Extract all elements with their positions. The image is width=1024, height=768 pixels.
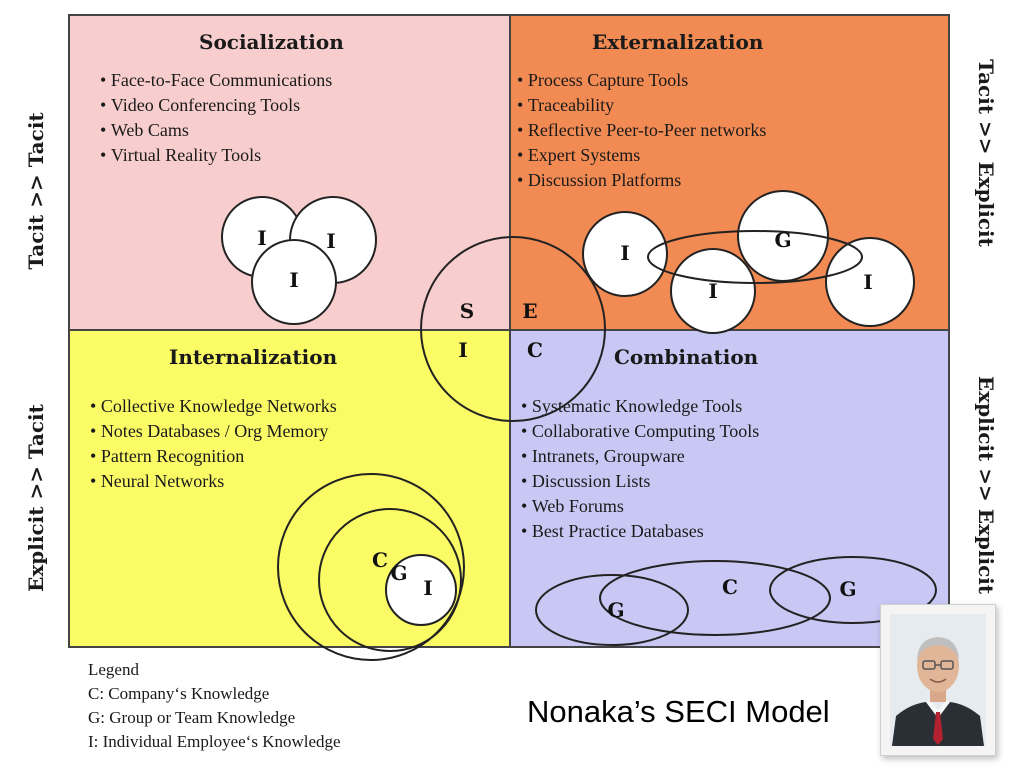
seci-center-circle bbox=[420, 236, 606, 422]
horizontal-divider bbox=[68, 329, 950, 331]
legend-title: Legend bbox=[88, 660, 139, 679]
externalization-letter: E bbox=[522, 299, 537, 323]
list-item: Collective Knowledge Networks bbox=[90, 394, 337, 419]
internalization-title: Internalization bbox=[169, 345, 338, 369]
group-ellipse bbox=[647, 230, 863, 284]
individual-circle bbox=[251, 239, 337, 325]
vertical-divider bbox=[509, 14, 511, 648]
list-item: Systematic Knowledge Tools bbox=[521, 394, 759, 419]
combination-tool-list: Systematic Knowledge Tools Collaborative… bbox=[521, 394, 759, 544]
group-label: G bbox=[607, 598, 624, 622]
individual-circle bbox=[385, 554, 457, 626]
individual-circle bbox=[582, 211, 668, 297]
company-circle bbox=[277, 473, 465, 661]
list-item: Discussion Lists bbox=[521, 469, 759, 494]
list-item: Web Forums bbox=[521, 494, 759, 519]
individual-label: I bbox=[326, 229, 335, 253]
list-item: Virtual Reality Tools bbox=[100, 143, 332, 168]
individual-label: I bbox=[863, 270, 872, 294]
individual-label: I bbox=[708, 279, 717, 303]
company-label: C bbox=[372, 548, 388, 572]
portrait-photo-icon bbox=[890, 614, 986, 746]
legend-item: I: Individual Employee‘s Knowledge bbox=[88, 732, 341, 751]
group-label: G bbox=[774, 228, 791, 252]
socialization-letter: S bbox=[460, 299, 474, 323]
list-item: Video Conferencing Tools bbox=[100, 93, 332, 118]
combination-title: Combination bbox=[614, 345, 759, 369]
list-item: Pattern Recognition bbox=[90, 444, 337, 469]
individual-circle bbox=[670, 248, 756, 334]
list-item: Expert Systems bbox=[517, 143, 766, 168]
individual-label: I bbox=[620, 241, 629, 265]
group-ellipse bbox=[769, 556, 937, 624]
portrait-frame bbox=[880, 604, 996, 756]
individual-label: I bbox=[257, 226, 266, 250]
individual-label: I bbox=[423, 576, 432, 600]
socialization-tool-list: Face-to-Face Communications Video Confer… bbox=[100, 68, 332, 168]
list-item: Collaborative Computing Tools bbox=[521, 419, 759, 444]
individual-label: I bbox=[289, 268, 298, 292]
group-label: G bbox=[390, 561, 407, 585]
group-circle bbox=[737, 190, 829, 282]
externalization-title: Externalization bbox=[592, 30, 764, 54]
list-item: Web Cams bbox=[100, 118, 332, 143]
model-title: Nonaka’s SECI Model bbox=[527, 694, 830, 729]
seci-grid-frame bbox=[68, 14, 950, 648]
internalization-tool-list: Collective Knowledge Networks Notes Data… bbox=[90, 394, 337, 494]
list-item: Process Capture Tools bbox=[517, 68, 766, 93]
group-ellipse bbox=[535, 574, 689, 646]
group-label: G bbox=[839, 577, 856, 601]
company-label: C bbox=[722, 575, 738, 599]
company-ellipse bbox=[599, 560, 831, 636]
list-item: Intranets, Groupware bbox=[521, 444, 759, 469]
externalization-tool-list: Process Capture Tools Traceability Refle… bbox=[517, 68, 767, 193]
list-item: Best Practice Databases bbox=[521, 519, 759, 544]
legend: Legend C: Company‘s Knowledge G: Group o… bbox=[88, 658, 341, 754]
socialization-title: Socialization bbox=[199, 30, 344, 54]
legend-item: C: Company‘s Knowledge bbox=[88, 684, 270, 703]
list-item: Neural Networks bbox=[90, 469, 337, 494]
individual-circle bbox=[825, 237, 915, 327]
list-item: Traceability bbox=[517, 93, 766, 118]
list-item: Notes Databases / Org Memory bbox=[90, 419, 337, 444]
group-circle bbox=[318, 508, 462, 652]
legend-item: G: Group or Team Knowledge bbox=[88, 708, 296, 727]
list-item: Discussion Platforms bbox=[517, 168, 766, 193]
list-item: Face-to-Face Communications bbox=[100, 68, 332, 93]
internalization-letter: I bbox=[458, 338, 467, 362]
combination-letter: C bbox=[527, 338, 543, 362]
list-item: Reflective Peer-to-Peer networks bbox=[517, 118, 767, 143]
